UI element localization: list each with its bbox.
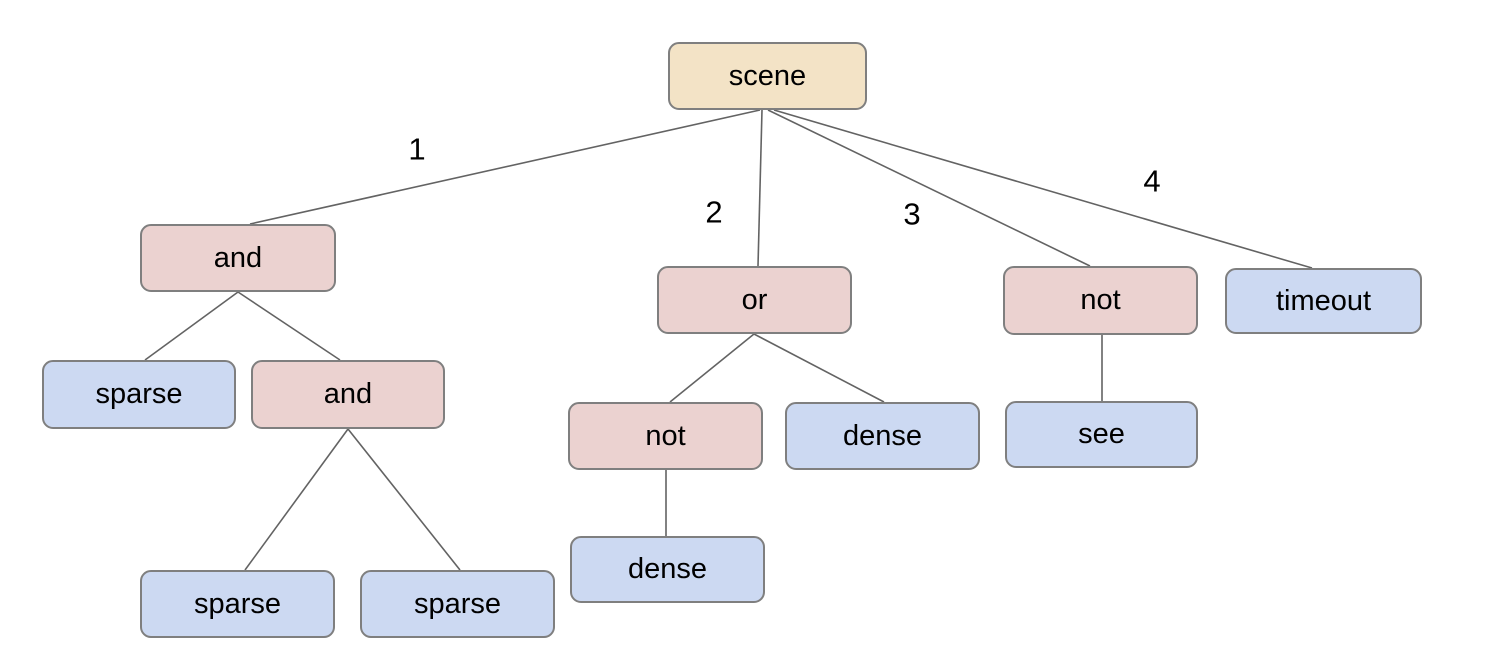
edge-scene-to-timeout-1 (773, 109, 1313, 269)
edge-label-4: 4 (1143, 163, 1161, 199)
node-timeout-1: timeout (1225, 268, 1422, 334)
edge-scene-to-or-1 (757, 109, 763, 267)
node-see-1: see (1005, 401, 1198, 468)
node-dense-1: dense (785, 402, 980, 470)
edge-and-2-to-sparse-2 (244, 428, 349, 571)
edge-and-1-to-and-2 (237, 291, 341, 361)
node-scene: scene (668, 42, 867, 110)
node-sparse-1: sparse (42, 360, 236, 429)
edge-and-2-to-sparse-3 (347, 428, 461, 571)
node-sparse-2: sparse (140, 570, 335, 638)
node-dense-2: dense (570, 536, 765, 603)
node-and-1: and (140, 224, 336, 292)
edge-scene-to-and-1 (249, 109, 761, 225)
node-and-2: and (251, 360, 445, 429)
edge-scene-to-not-1 (767, 109, 1091, 267)
node-sparse-3: sparse (360, 570, 555, 638)
node-not-1: not (1003, 266, 1198, 335)
edge-label-2: 2 (705, 194, 723, 230)
edge-and-1-to-sparse-1 (144, 291, 239, 361)
edge-label-3: 3 (903, 196, 921, 232)
node-or-1: or (657, 266, 852, 334)
edge-or-1-to-not-2 (669, 333, 755, 403)
node-not-2: not (568, 402, 763, 470)
edge-label-1: 1 (408, 131, 426, 167)
edge-or-1-to-dense-1 (753, 333, 885, 403)
